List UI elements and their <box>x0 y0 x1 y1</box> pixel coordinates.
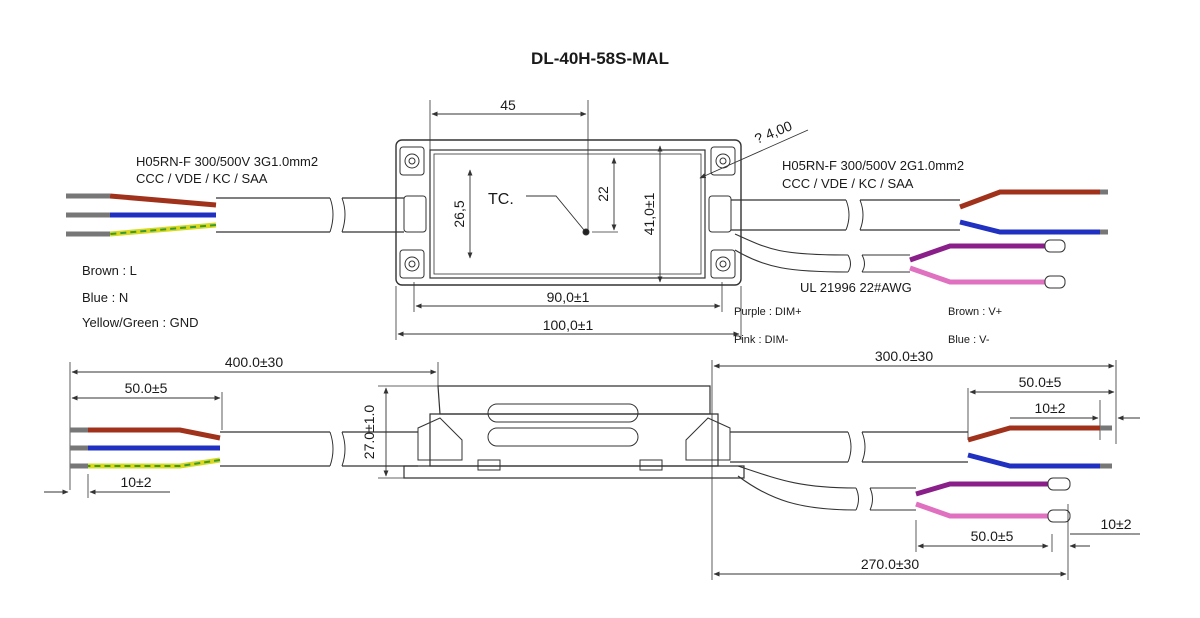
housing-inner <box>433 153 702 275</box>
dim-50-right: 50.0±5 <box>1019 374 1062 390</box>
dim-270: 270.0±30 <box>861 556 920 572</box>
wire-brown-right <box>959 189 1100 210</box>
dim-300: 300.0±30 <box>875 348 934 364</box>
right-cable-top <box>731 189 1108 289</box>
dim-length-90: 90,0±1 <box>547 289 590 305</box>
wire-purple-top <box>909 243 1045 263</box>
dim-length-100: 100,0±1 <box>543 317 594 333</box>
mounting-hole-br <box>710 249 736 279</box>
legend-blue: Blue : N <box>82 290 128 305</box>
left-cable-spec-1: H05RN-F 300/500V 3G1.0mm2 <box>136 154 318 169</box>
label-purple: Purple : DIM+ <box>734 306 802 318</box>
top-view <box>395 100 809 340</box>
label-brown-right: Brown : V+ <box>948 306 1002 318</box>
label-blue-right: Blue : V- <box>948 334 990 346</box>
right-cable-spec-1: H05RN-F 300/500V 2G1.0mm2 <box>782 158 964 173</box>
wire-blue-right <box>959 219 1100 235</box>
side-view <box>44 360 1140 580</box>
dim-height-41: 41,0±1 <box>641 192 657 235</box>
dim-10-right: 10±2 <box>1034 400 1065 416</box>
dim-hole-diameter: ? 4,00 <box>752 117 794 146</box>
dim-50-left: 50.0±5 <box>125 380 168 396</box>
diagram-title: DL-40H-58S-MAL <box>531 49 669 68</box>
dim-height-26-5: 26,5 <box>451 200 467 227</box>
cable-gland-left <box>403 195 427 233</box>
right-cable-side <box>730 425 1112 523</box>
label-pink: Pink : DIM- <box>734 334 789 346</box>
dim-400: 400.0±30 <box>225 354 284 370</box>
mounting-hole-tl <box>399 146 425 176</box>
left-cable-side <box>70 427 418 469</box>
right-cable-awg: UL 21996 22#AWG <box>800 280 912 295</box>
dim-height-22: 22 <box>595 186 611 202</box>
wire-pink-top <box>909 265 1045 285</box>
housing-body <box>429 149 706 279</box>
tc-label: TC. <box>488 191 514 208</box>
dim-10-left: 10±2 <box>120 474 151 490</box>
housing-outline <box>395 139 742 286</box>
legend-yellow-green: Yellow/Green : GND <box>82 315 199 330</box>
dim-50-bottom: 50.0±5 <box>971 528 1014 544</box>
left-cable-top <box>66 193 404 237</box>
dim-width-45: 45 <box>500 97 516 113</box>
dim-10-bottom: 10±2 <box>1100 516 1131 532</box>
dim-27-height: 27.0±1.0 <box>361 405 377 460</box>
mounting-hole-tr <box>710 146 736 176</box>
legend-brown: Brown : L <box>82 263 137 278</box>
wire-brown-left <box>109 193 217 208</box>
mounting-hole-bl <box>399 249 425 279</box>
right-cable-spec-2: CCC / VDE / KC / SAA <box>782 176 914 191</box>
cable-gland-right <box>708 195 732 233</box>
left-cable-spec-2: CCC / VDE / KC / SAA <box>136 171 268 186</box>
